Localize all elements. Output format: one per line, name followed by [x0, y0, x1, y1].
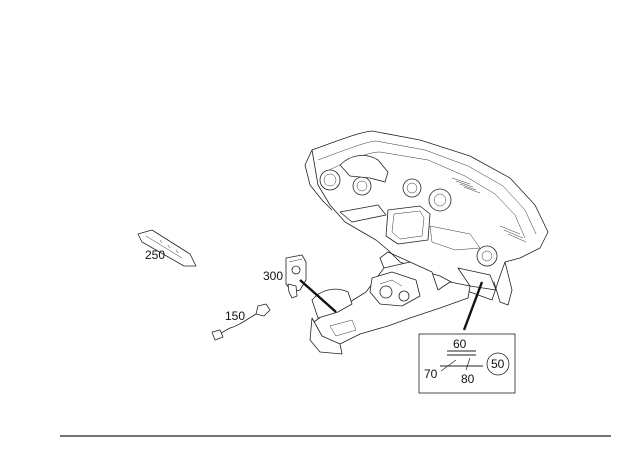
- part-150-drawing: [211, 303, 271, 341]
- part-250-drawing: [137, 229, 197, 267]
- part-label-300: 300: [263, 269, 283, 283]
- part-label-150: 150: [225, 309, 245, 323]
- detail-leader-80: [465, 357, 471, 371]
- center-console-drawing: [309, 251, 471, 355]
- part-label-250: 250: [145, 248, 165, 262]
- leader-arrow-console: [299, 279, 337, 313]
- detail-label-60: 60: [453, 337, 467, 351]
- leader-arrow-detail: [462, 281, 484, 331]
- detail-label-80: 80: [461, 372, 475, 386]
- detail-label-70: 70: [424, 367, 438, 381]
- detail-line-upper: [447, 350, 476, 356]
- detail-circle-50: [486, 352, 510, 376]
- part-300-drawing: [285, 254, 307, 299]
- dashboard-drawing: [304, 130, 549, 306]
- detail-label-50: 50: [491, 357, 505, 371]
- detail-leader-70: [440, 359, 457, 372]
